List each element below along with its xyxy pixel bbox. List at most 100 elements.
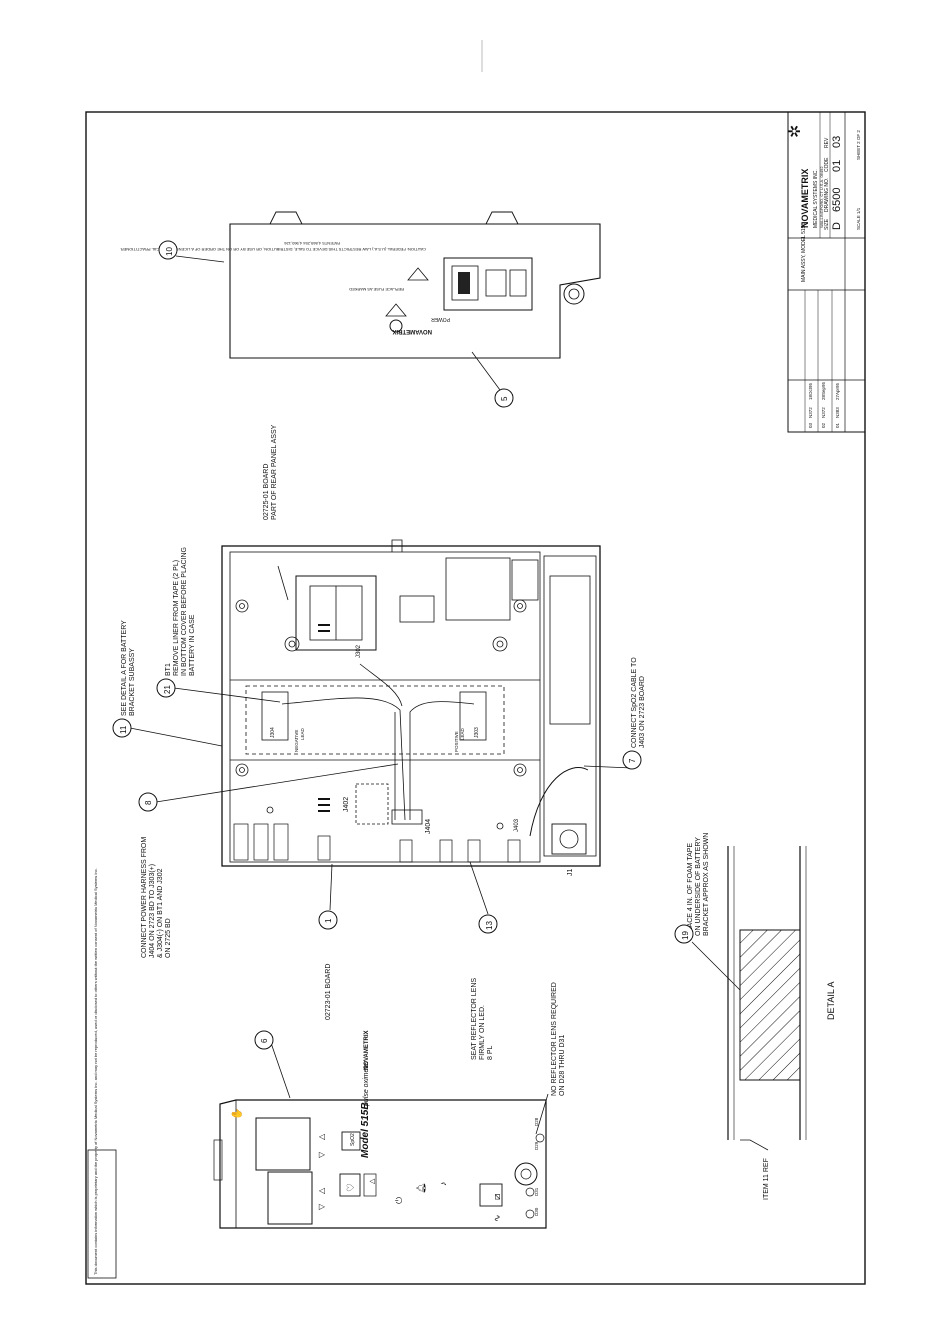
svg-text:N372: N372 [808,407,813,418]
item-balloons: 10 5 11 21 8 7 1 13 6 19 [112,240,694,1050]
spo2-select-button [341,1131,361,1151]
svg-text:01: 01 [835,422,840,428]
pulse-up-icon: △ [317,1187,326,1194]
note-seat-c: 8 PL [487,1045,494,1060]
drawing-border [85,111,866,1285]
alarm-silence-icon: ♪ [438,1182,448,1187]
power-icon: ⏻ [394,1197,404,1204]
svg-text:21: 21 [163,685,172,694]
note-bt1: BT1 [165,663,172,676]
bell-icon: 🔔︎ [416,1183,426,1194]
note-bt1-c: BATTERY IN CASE [189,614,196,676]
svg-text:6: 6 [260,1038,269,1043]
j403-label: J403 [514,818,520,832]
balloon-10: 10 [158,240,178,260]
company-name: NOVAMETRIX [800,169,810,228]
rear-panel-power-label: POWER [431,316,450,322]
detail-a-label: DETAIL A [826,981,836,1020]
company-logo-icon: ✲ [787,125,804,138]
note-02725-b: PART OF REAR PANEL ASSY [271,424,278,520]
svg-text:REV: REV [824,137,830,148]
detail-a: DETAIL A ITEM 11 REF PLACE 4 IN. OF FOAM… [687,833,836,1200]
led-d31: D31 [534,1187,539,1196]
balloon-6: 6 [254,1030,274,1050]
led-d30: D30 [534,1207,539,1216]
negative-lead-label: LEAD [300,727,305,740]
svg-text:11: 11 [119,725,128,734]
note-02725-a: 02725-01 BOARD [263,464,270,520]
balloon-21: 21 [156,678,176,698]
svg-text:8: 8 [144,800,153,805]
note-spo2-a: CONNECT SpO2 CABLE TO [631,657,638,748]
svg-text:10: 10 [165,247,174,256]
balloon-13: 13 [478,914,498,934]
note-seat-a: SEAT REFLECTOR LENS [471,978,478,1060]
drawing-rev: 03 [831,136,843,148]
svg-text:CODE: CODE [824,157,830,172]
leader-lines [129,255,633,1135]
sensor-connector [514,1162,538,1186]
note-detail-a-1: SEE DETAIL A FOR BATTERY [121,620,128,716]
item11-label: ITEM 11 REF [763,1158,770,1200]
pulse-down-icon: ▽ [317,1203,326,1210]
mounting-bosses [235,599,527,830]
ac-power-icon: ∿ [492,1214,502,1222]
note-harness-b: J404 ON 2723 BD TO J303(+) [149,864,156,958]
drawing-sheet: SHEET 2 OF 2 [856,130,861,160]
pulse-display [267,1171,313,1225]
svg-text:03: 03 [808,422,813,428]
standby-button [479,1183,503,1207]
foam-note-1: PLACE 4 IN. OF FOAM TAPE [687,843,694,936]
power-harness [281,663,475,821]
assembly-notes: SEE DETAIL A FOR BATTERY BRACKET SUBASSY… [121,424,646,1096]
svg-text:02: 02 [821,422,826,428]
rear-panel-fuse: REPLACE FUSE AS MARKED [349,287,404,292]
balloon-19: 19 [674,924,694,944]
j303-label: J303 [474,727,480,738]
transformer [295,575,377,651]
rear-panel-patents: PATENTS 4,869,254 4,960,126 [284,241,340,246]
j1-connector [551,823,587,855]
drawing-title: MAIN ASSY, MODEL 515B [801,222,807,282]
svg-text:19: 19 [681,931,690,940]
svg-text:1: 1 [324,918,333,923]
led-d28: D28 [534,1117,539,1126]
svg-text:18Oct95: 18Oct95 [808,382,813,400]
positive-label: POSITIVE [454,731,459,752]
note-bt1-a: REMOVE LINER FROM TAPE (2 PL) [173,560,180,676]
note-spo2-b: J403 ON 2723 BOARD [639,676,646,748]
svg-text:13: 13 [485,921,494,930]
note-detail-a-2: BRACKET SUBASSY [129,648,136,716]
j402-label: J402 [343,797,350,812]
spo2-cable [529,767,589,837]
company-address: WALLINGFORD, CT U.S.A. 06492 [819,166,824,228]
spo2-down-icon: ▽ [317,1151,326,1158]
drawing-scale: SCALE 1/1 [856,207,861,230]
front-panel: ✋ △ ▽ SpO2 △ ▽ ♡ △ ⏻ 🔔︎ ♪ ⧄ ∿ Model 515B… [213,1030,547,1229]
heart-icon: ♡ [346,1183,357,1192]
svg-text:27Apr95: 27Apr95 [835,382,840,400]
note-no-reflector-a: NO REFLECTOR LENS REQUIRED [551,982,558,1096]
note-harness-a: CONNECT POWER HARNESS FROM [141,837,148,958]
drawing-size: D [831,222,843,230]
spo2-button-label: SpO2 [350,1133,356,1146]
standby-icon: ⧄ [492,1194,503,1200]
svg-text:7: 7 [628,758,637,763]
company-division: MEDICAL SYSTEMS INC. [813,169,819,228]
svg-text:DRAWING NO.: DRAWING NO. [824,178,830,212]
negative-label: NEGATIVE [294,730,299,752]
foam-note-3: BRACKET APPROX AS SHOWN [703,833,710,936]
svg-text:28Sep95: 28Sep95 [821,381,826,400]
front-brand: NOVAMETRIX [364,1030,370,1070]
power-entry-module [443,257,533,311]
svg-text:5: 5 [500,396,509,401]
balloon-11: 11 [112,718,132,738]
battery [245,685,505,755]
drawing-code: 01 [831,160,843,172]
front-board-slots [318,624,330,812]
note-harness-d: ON 2725 BD [165,918,172,958]
spo2-up-icon: △ [317,1133,326,1140]
balloon-8: 8 [138,792,158,812]
svg-text:N372: N372 [821,407,826,418]
